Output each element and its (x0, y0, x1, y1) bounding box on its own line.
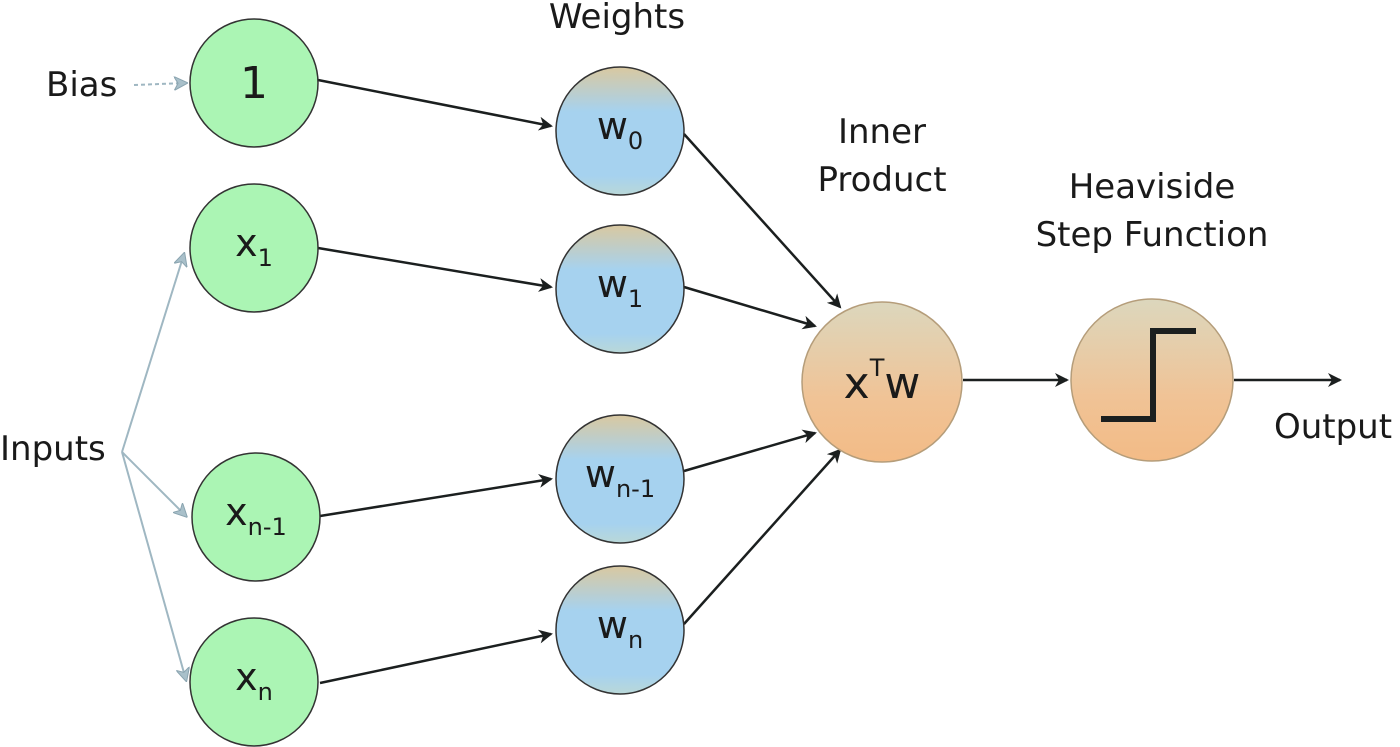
input-node-xn-1: xn-1 (191, 452, 321, 582)
arrow-w1-to-product (683, 285, 817, 330)
weight-node-w1-text: w1 (597, 262, 643, 313)
input-node-xn-1-text: xn-1 (225, 490, 287, 541)
weight-node-wn-1: wn-1 (555, 414, 685, 544)
input-arrow-xn (121, 451, 186, 680)
input-arrow-x1 (121, 254, 184, 453)
inner-product-label-line1: Inner (838, 112, 926, 152)
weight-node-w0-text: w0 (597, 104, 643, 155)
inner-product-node: xTw (801, 301, 963, 463)
arrow-w0-to-product (683, 133, 842, 309)
arrow-wn-1-to-product (683, 429, 817, 473)
arrow-wn-to-product (683, 448, 842, 625)
weight-node-wn-1-text: wn-1 (585, 452, 655, 503)
weight-arrows (317, 78, 1342, 685)
input-arrows (121, 83, 186, 680)
input-node-x1-text: x1 (235, 221, 273, 272)
bias-label: Bias (46, 65, 117, 105)
heaviside-label-line2: Step Function (1036, 215, 1269, 255)
input-node-xn: xn (189, 617, 319, 747)
input-node-bias-text: 1 (240, 58, 268, 109)
inner-product-node-text: xTw (844, 354, 921, 409)
weight-node-w0: w0 (555, 66, 685, 196)
inputs-label: Inputs (0, 429, 106, 469)
input-node-x1: x1 (189, 183, 319, 313)
bias-arrow (133, 83, 186, 85)
input-node-xn-text: xn (235, 655, 273, 706)
weight-node-w1: w1 (555, 224, 685, 354)
arrow-xn-to-wn (319, 629, 553, 685)
heaviside-label-line1: Heaviside (1069, 167, 1236, 207)
step-function-icon (1101, 328, 1196, 422)
inner-product-label-line2: Product (817, 160, 946, 200)
input-node-bias: 1 (189, 18, 319, 148)
weight-node-wn-text: wn (597, 603, 643, 654)
arrow-1-to-w0 (317, 78, 553, 131)
input-arrow-xn-1 (121, 451, 186, 516)
step-function-node (1070, 298, 1234, 462)
arrow-xn-1-to-wn-1 (319, 473, 553, 518)
output-label: Output (1274, 407, 1392, 447)
weights-label: Weights (549, 0, 685, 37)
weight-node-wn: wn (555, 565, 685, 695)
arrow-x1-to-w1 (317, 246, 553, 292)
